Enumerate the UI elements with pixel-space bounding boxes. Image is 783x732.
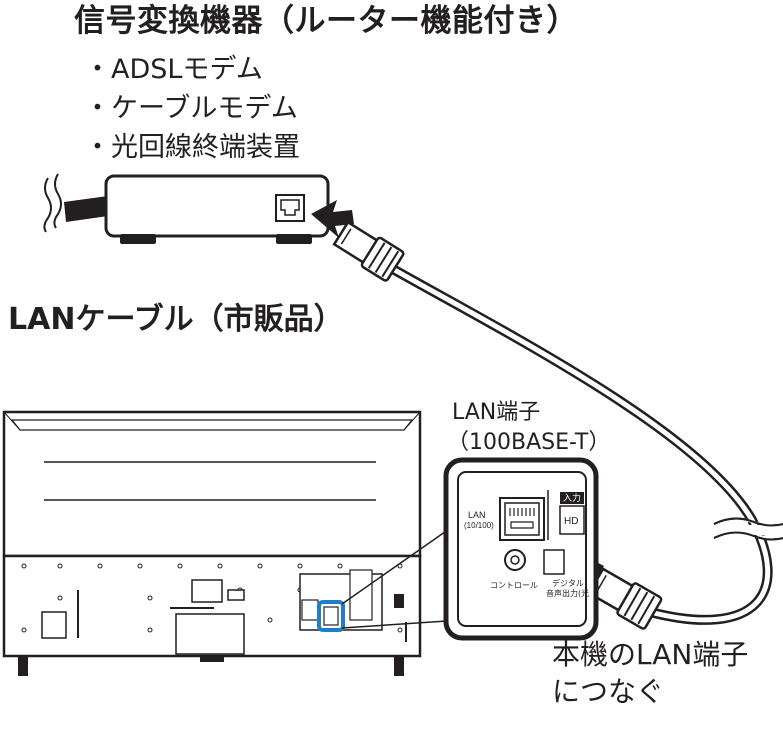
cable-label: LANケーブル（市販品） [8,302,344,337]
panel-lan-label: LAN [468,510,486,520]
lan-cable [379,259,783,625]
cable-plug-top [332,220,405,282]
panel-input-label: 入力 [563,492,581,504]
device-list-item: ・ADSLモデム [84,54,263,85]
device-list-item: ・光回線終端装置 [84,132,300,163]
panel-optical-port [543,549,565,575]
zoom-panel [443,457,599,641]
panel-optical-label: 音声出力(光 [546,588,589,598]
panel-control-label: コントロール [490,581,538,590]
tv-lan-port-highlight [317,600,345,632]
lan-terminal-spec: （100BASE-T） [447,430,611,455]
lan-terminal-label: LAN端子 [452,400,541,425]
tv-rear [2,410,422,676]
device-list-item: ・ケーブルモデム [84,93,298,124]
router-device [43,173,330,244]
cable-plug-bottom [587,567,663,630]
panel-hdmi-label: HD [564,516,578,527]
instruction-line-2: につなぐ [552,675,665,708]
instruction-line-1: 本機のLAN端子 [552,638,749,671]
panel-lan-speed: (10/100) [464,521,494,530]
arrow-to-router [311,200,354,238]
panel-hdmi-port [559,505,585,535]
diagram-title: 信号変換機器（ルーター機能付き） [74,3,578,39]
router-lan-port [275,194,305,222]
panel-digital-label: デジタル [552,578,584,588]
